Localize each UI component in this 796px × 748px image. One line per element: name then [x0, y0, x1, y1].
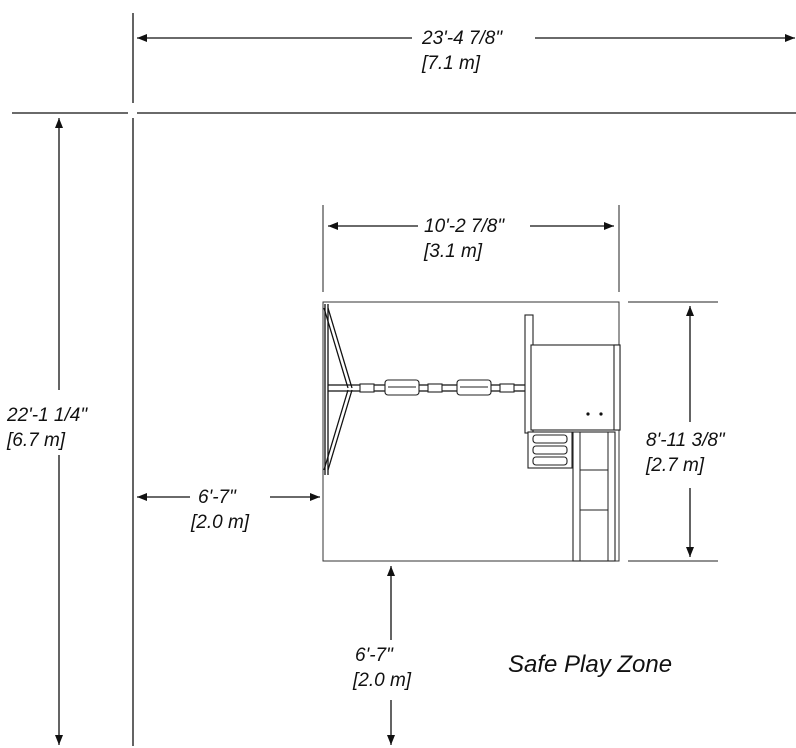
- ladder-rung-3: [532, 456, 568, 466]
- swing-hanger-1: [359, 383, 375, 393]
- a-frame-brace-bottom-2: [323, 389, 349, 471]
- overall-width-m: [7.1 m]: [421, 53, 481, 74]
- climbing-ladder: [527, 431, 573, 469]
- a-frame-brace-top: [327, 307, 353, 389]
- swing-hanger-3: [499, 383, 515, 393]
- ladder-rung-2: [532, 445, 568, 455]
- overall-depth-dimension: 22'-1 1/4" [6.7 m]: [6, 118, 88, 745]
- overall-width-dimension: 23'-4 7/8" [7.1 m]: [137, 28, 795, 74]
- overall-depth-m: [6.7 m]: [6, 430, 66, 451]
- playset-footprint: [322, 301, 621, 562]
- a-frame-brace-bottom: [327, 389, 353, 471]
- unit-width-ft: 10'-2 7/8": [424, 216, 505, 237]
- overall-width-ft: 23'-4 7/8": [421, 28, 503, 49]
- front-clearance-ft: 6'-7": [355, 645, 394, 666]
- ladder-rung-1: [532, 434, 568, 444]
- front-clearance-m: [2.0 m]: [352, 670, 412, 691]
- unit-depth-ft: 8'-11 3/8": [646, 430, 726, 451]
- unit-width-dimension: 10'-2 7/8" [3.1 m]: [322, 205, 620, 292]
- fort-roof-edge: [613, 344, 621, 431]
- a-frame-brace-top-2: [323, 307, 349, 389]
- unit-width-m: [3.1 m]: [423, 241, 483, 262]
- a-frame: [323, 304, 353, 475]
- fort-roof-panel: [530, 344, 621, 431]
- slide: [572, 431, 616, 562]
- fort-bolt-2: [599, 412, 603, 416]
- footprint-outline: [322, 301, 620, 562]
- swing-beam: [328, 379, 528, 396]
- fort-bolt-1: [586, 412, 590, 416]
- side-clearance-m: [2.0 m]: [190, 512, 250, 533]
- side-clearance-dimension: 6'-7" [2.0 m]: [137, 487, 320, 533]
- front-clearance-dimension: 6'-7" [2.0 m]: [352, 566, 412, 745]
- safe-play-zone-label: Safe Play Zone: [508, 651, 672, 678]
- side-clearance-ft: 6'-7": [198, 487, 237, 508]
- overall-depth-ft: 22'-1 1/4": [6, 405, 88, 426]
- slide-outer: [572, 431, 616, 562]
- swing-hanger-2: [427, 383, 443, 393]
- unit-depth-m: [2.7 m]: [645, 455, 705, 476]
- fort-roof: [524, 314, 621, 434]
- safe-zone-boundary: [12, 13, 796, 746]
- unit-depth-dimension: 8'-11 3/8" [2.7 m]: [628, 301, 726, 562]
